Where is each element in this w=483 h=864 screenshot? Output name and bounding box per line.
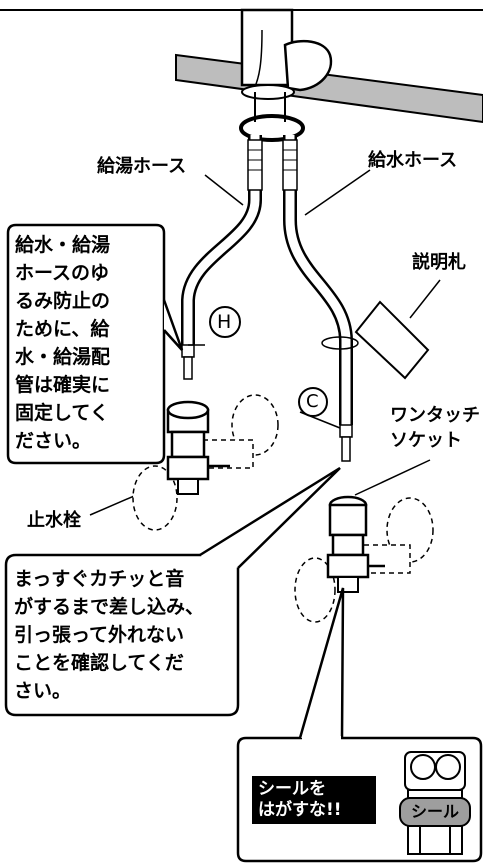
- callout-fix-pointer: [162, 299, 184, 351]
- note-fix-line: るみ防止の: [15, 290, 111, 312]
- socket-seal-illustration: [399, 751, 471, 855]
- one-touch-label-line1: ワンタッチ: [390, 405, 480, 426]
- note-insert-line: 引っ張って外れない: [14, 624, 185, 646]
- callout-fix-box: [6, 223, 166, 465]
- note-insert-line: ことを確認してくだ: [14, 652, 184, 674]
- seal-label: シール: [411, 802, 460, 821]
- hot-hose: [181, 135, 263, 380]
- note-fix-line: 管は確実に: [15, 374, 111, 396]
- note-fix-line: ホースのゆ: [15, 262, 110, 284]
- note-fix-line: ださい。: [15, 430, 92, 452]
- cold-marker-label: C: [306, 391, 319, 412]
- note-fix-line: 固定してく: [15, 402, 109, 424]
- note-insert-line: がするまで差し込み、: [14, 596, 205, 618]
- callout-seal-pointer: [298, 587, 345, 739]
- tag-label: 説明札: [412, 252, 466, 273]
- note-fix-line: 給水・給湯: [15, 234, 111, 256]
- note-fix-line: 水・給湯配: [15, 346, 111, 368]
- hot-marker-circle: [209, 306, 241, 338]
- callout-insert-pointer: [199, 466, 341, 569]
- mounting-ring: [239, 114, 305, 142]
- hot-marker-label: H: [217, 311, 232, 333]
- hot-hose-label: 給湯ホース: [97, 156, 187, 177]
- seal-warning-line: シールを: [258, 779, 326, 799]
- note-insert-line: さい。: [14, 680, 72, 702]
- cold-marker-circle: [298, 387, 328, 417]
- note-insert-line: まっすぐカチッと音: [14, 568, 185, 590]
- seal-warning-badge: シールを はがすな!!: [252, 776, 376, 824]
- instruction-tag: [321, 300, 430, 380]
- hot-stop-valve: [132, 394, 279, 531]
- one-touch-label-line2: ソケット: [390, 430, 462, 451]
- cold-hose-label: 給水ホース: [368, 150, 458, 171]
- cold-hose: [282, 135, 353, 462]
- note-fix-line: ために、給: [15, 318, 110, 340]
- stop-valve-label: 止水栓: [27, 510, 81, 531]
- faucet-body: [240, 8, 333, 122]
- seal-warning-line: はがすな!!: [258, 800, 342, 820]
- cold-stop-valve: [294, 495, 434, 623]
